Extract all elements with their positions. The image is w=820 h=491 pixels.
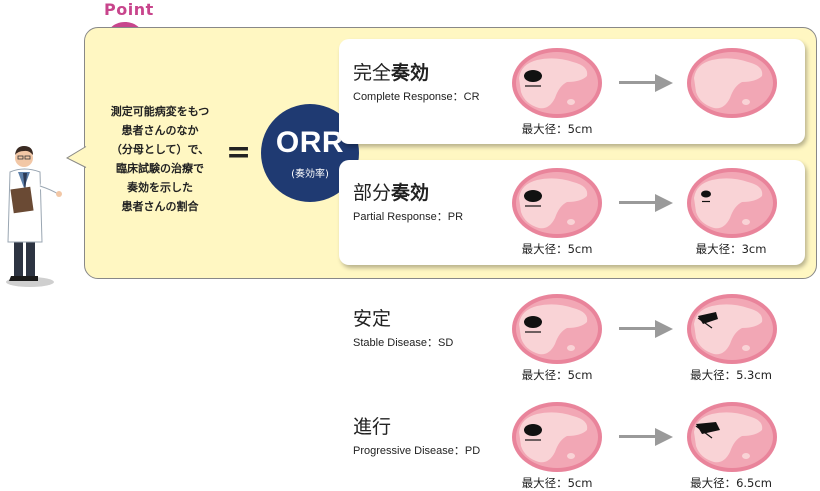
point-label: Point [104, 0, 154, 19]
equals-sign: = [226, 135, 252, 170]
before-diameter-label: 最大径：5cm [521, 122, 593, 136]
orr-definition: 測定可能病変をもつ 患者さんのなか （分母として）で、 臨床試験の治療で 奏効を… [86, 102, 234, 216]
response-title: 安定 [353, 308, 391, 330]
definition-line: 患者さんのなか [121, 124, 199, 137]
tumor-lesion-icon [524, 316, 542, 328]
definition-line: 臨床試験の治療で [116, 162, 204, 175]
after-diameter-label: 最大径：5.3cm [690, 368, 772, 382]
arrow-right-icon [619, 194, 673, 212]
liver-cross-section-icon [512, 294, 602, 364]
liver-cross-section-icon [512, 168, 602, 238]
response-title-prefix: 進行 [353, 416, 392, 438]
definition-line: 測定可能病変をもつ [110, 105, 210, 118]
speech-bubble-tail [66, 146, 87, 168]
orr-title: ORR [275, 126, 345, 159]
before-diameter-label: 最大径：5cm [521, 368, 593, 382]
after-diameter-label: 最大径：3cm [695, 242, 767, 256]
arrow-right-icon [619, 428, 673, 446]
tumor-lesion-icon [524, 424, 542, 436]
diameter-marker-icon [697, 317, 713, 329]
response-title: 部分奏効 [353, 182, 429, 204]
diameter-marker-icon [695, 425, 713, 439]
tumor-lesion-icon [524, 70, 542, 82]
tumor-lesion-icon [701, 190, 711, 198]
response-title: 進行 [353, 416, 391, 438]
response-subtitle: Partial Response：PR [353, 211, 464, 223]
definition-line: （分母として）で、 [110, 143, 210, 156]
response-subtitle: Stable Disease：SD [353, 337, 454, 349]
tumor-lesion-icon [524, 190, 542, 202]
response-subtitle: Complete Response：CR [353, 91, 480, 103]
liver-cross-section-icon [687, 294, 777, 364]
arrow-right-icon [619, 74, 673, 92]
definition-line: 患者さんの割合 [121, 200, 199, 213]
liver-cross-section-icon [512, 402, 602, 472]
response-title: 完全奏効 [353, 62, 429, 84]
liver-cross-section-icon [512, 48, 602, 118]
liver-cross-section-icon [687, 48, 777, 118]
doctor-icon [6, 146, 62, 287]
before-diameter-label: 最大径：5cm [521, 242, 593, 256]
definition-line: 奏効を示した [127, 181, 193, 194]
response-subtitle: Progressive Disease：PD [353, 445, 481, 457]
before-diameter-label: 最大径：5cm [521, 476, 593, 490]
response-title-emphasis: 奏効 [391, 182, 430, 204]
arrow-right-icon [619, 320, 673, 338]
response-title-prefix: 完全 [353, 62, 392, 84]
orr-subtitle: (奏効率) [291, 169, 329, 180]
liver-cross-section-icon [687, 402, 777, 472]
response-title-emphasis: 奏効 [391, 62, 430, 84]
response-title-prefix: 安定 [353, 308, 392, 330]
liver-cross-section-icon [687, 168, 777, 238]
after-diameter-label: 最大径：6.5cm [690, 476, 772, 490]
response-title-prefix: 部分 [353, 182, 392, 204]
